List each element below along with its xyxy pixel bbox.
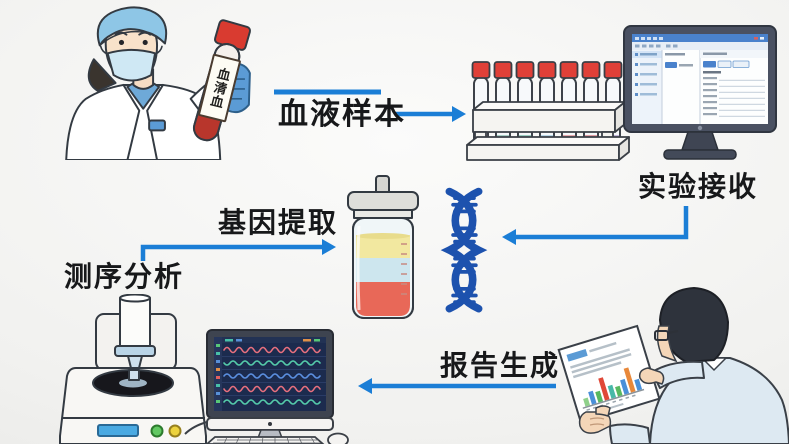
dna-helix-icon: [440, 187, 488, 313]
label-sequencing-analysis: 测序分析: [64, 261, 185, 292]
arrow-extraction: [140, 239, 336, 261]
label-blood-sample: 血液样本: [278, 98, 406, 131]
label-report-generation: 报告生成: [440, 350, 561, 381]
lims-monitor-illustration: [623, 25, 777, 160]
scientist-report-illustration: [557, 286, 789, 444]
test-tube-rack-illustration: [466, 61, 630, 161]
arrow-reception-to-extraction: [502, 206, 689, 245]
extraction-jar-illustration: [347, 175, 419, 319]
sequencer-illustration: [59, 294, 207, 444]
analysis-computer-illustration: [184, 329, 349, 444]
arrow-blood-sample-to-rack: [396, 106, 466, 122]
label-lab-reception: 实验接收: [638, 171, 759, 202]
label-gene-extraction: 基因提取: [218, 207, 339, 238]
